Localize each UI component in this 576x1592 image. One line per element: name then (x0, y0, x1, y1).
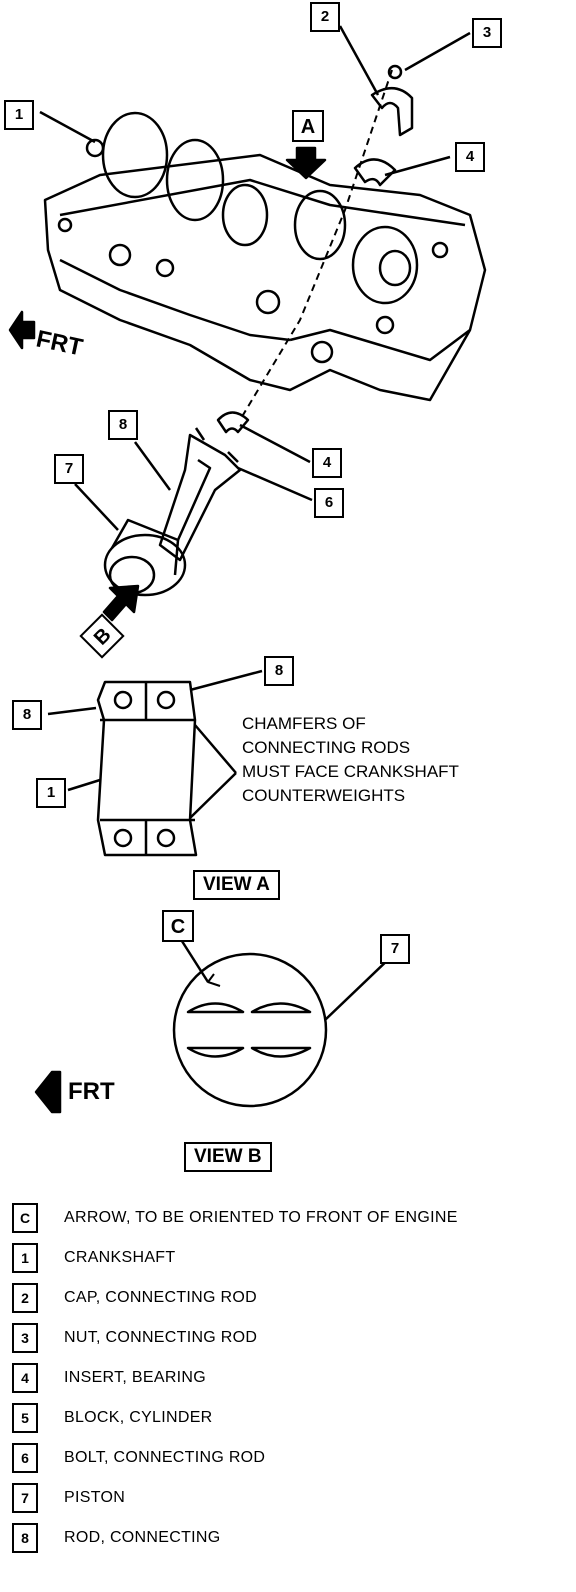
piston (103, 533, 187, 597)
legend-text: BOLT, CONNECTING ROD (64, 1449, 266, 1466)
legend-key: 2 (12, 1283, 38, 1313)
parts-legend: C ARROW, TO BE ORIENTED TO FRONT OF ENGI… (12, 1198, 572, 1558)
legend-row: 3 NUT, CONNECTING ROD (12, 1318, 572, 1358)
legend-row: 1 CRANKSHAFT (12, 1238, 572, 1278)
connecting-rod (158, 433, 242, 562)
cylinder-block (43, 153, 487, 402)
note-line: CONNECTING RODS (242, 738, 411, 757)
bearing-insert-upper (353, 158, 397, 187)
note-line: CHAMFERS OF (242, 714, 366, 733)
view-a-label: VIEW A (193, 870, 280, 900)
legend-key: 5 (12, 1403, 38, 1433)
legend-key: 7 (12, 1483, 38, 1513)
callout-bearing-upper: 4 (455, 142, 485, 172)
legend-key: 1 (12, 1243, 38, 1273)
callout-view-b-piston: 7 (380, 934, 410, 964)
legend-text: BLOCK, CYLINDER (64, 1409, 213, 1426)
legend-row: 6 BOLT, CONNECTING ROD (12, 1438, 572, 1478)
note-line: MUST FACE CRANKSHAFT (242, 762, 459, 781)
callout-nut: 3 (472, 18, 502, 48)
legend-row: 8 ROD, CONNECTING (12, 1518, 572, 1558)
legend-row: 4 INSERT, BEARING (12, 1358, 572, 1398)
legend-row: C ARROW, TO BE ORIENTED TO FRONT OF ENGI… (12, 1198, 572, 1238)
legend-text: CAP, CONNECTING ROD (64, 1289, 257, 1306)
legend-key: 3 (12, 1323, 38, 1353)
legend-text: CRANKSHAFT (64, 1249, 176, 1266)
callout-bearing-lower: 4 (312, 448, 342, 478)
legend-row: 2 CAP, CONNECTING ROD (12, 1278, 572, 1318)
legend-key: 4 (12, 1363, 38, 1393)
callout-piston: 7 (54, 454, 84, 484)
legend-text: NUT, CONNECTING ROD (64, 1329, 258, 1346)
callout-cap: 2 (310, 2, 340, 32)
crankshaft (101, 111, 169, 199)
legend-row: 7 PISTON (12, 1478, 572, 1518)
legend-key: 8 (12, 1523, 38, 1553)
legend-text: INSERT, BEARING (64, 1369, 207, 1386)
callout-crankshaft: 1 (4, 100, 34, 130)
connecting-rod-cap (370, 87, 414, 137)
callout-view-a-rod-left: 8 (12, 700, 42, 730)
legend-text: ROD, CONNECTING (64, 1529, 221, 1546)
legend-key: 6 (12, 1443, 38, 1473)
legend-key: C (12, 1203, 38, 1233)
note-line: COUNTERWEIGHTS (242, 786, 406, 805)
view-b-piston-top (172, 952, 328, 1108)
callout-view-a-rod-right: 8 (264, 656, 294, 686)
frt-label-bottom: FRT (68, 1078, 115, 1105)
callout-rod: 8 (108, 410, 138, 440)
callout-bolt: 6 (314, 488, 344, 518)
view-a-rod-pair (96, 680, 198, 857)
callout-arrow-c: C (162, 910, 194, 942)
chamfer-note: CHAMFERS OF CONNECTING RODS MUST FACE CR… (242, 712, 459, 808)
bearing-insert-lower (216, 411, 250, 434)
legend-text: PISTON (64, 1489, 126, 1506)
view-b-label: VIEW B (184, 1142, 272, 1172)
callout-view-a-crankshaft: 1 (36, 778, 66, 808)
legend-row: 5 BLOCK, CYLINDER (12, 1398, 572, 1438)
legend-text: ARROW, TO BE ORIENTED TO FRONT OF ENGINE (64, 1209, 458, 1226)
callout-view-a-marker: A (292, 110, 324, 142)
